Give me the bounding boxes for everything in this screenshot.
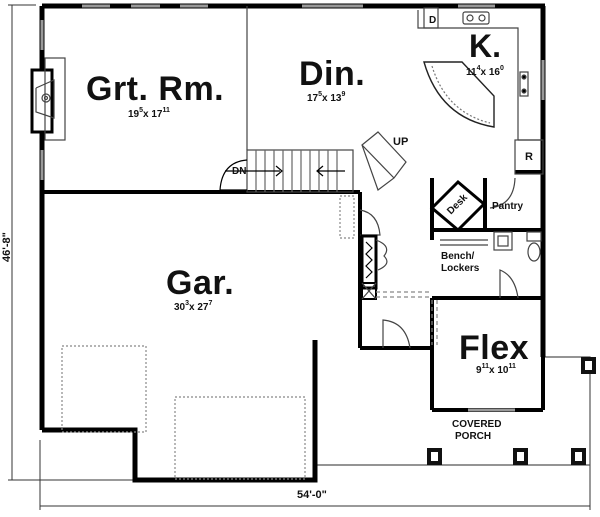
room-dim-garage: 303x 277	[174, 300, 213, 313]
stairs-up-label: UP	[393, 136, 409, 148]
stairs-down-label: DN	[232, 166, 247, 177]
covered-porch-label-1: COVERED	[452, 419, 502, 430]
room-name-dining: Din.	[299, 55, 366, 93]
interior-walls	[42, 170, 543, 412]
porch-outline	[314, 356, 591, 470]
overall-depth-label: 46'-8"	[1, 232, 13, 262]
windows	[40, 4, 545, 180]
covered-porch-label-2: PORCH	[455, 431, 492, 442]
bench-lockers-label-2: Lockers	[441, 263, 480, 274]
bench-lockers-label-1: Bench/	[441, 251, 475, 262]
room-dim-great-room: 195x 1711	[128, 107, 170, 120]
room-name-kitchen: K.	[469, 28, 501, 64]
refrigerator-label: R	[525, 151, 533, 163]
dishwasher-label: D	[429, 15, 437, 26]
room-name-flex: Flex	[459, 329, 530, 367]
room-dim-dining: 175x 139	[307, 91, 346, 104]
room-dim-flex: 911x 1011	[476, 363, 516, 376]
room-name-great-room: Grt. Rm.	[86, 70, 225, 108]
room-dim-kitchen: 114x 160	[466, 65, 504, 78]
room-name-garage: Gar.	[166, 264, 235, 302]
pantry-label: Pantry	[492, 201, 524, 212]
dimension-lines	[8, 4, 591, 510]
overall-width-label: 54'-0"	[297, 489, 327, 501]
porch-columns	[427, 357, 596, 465]
